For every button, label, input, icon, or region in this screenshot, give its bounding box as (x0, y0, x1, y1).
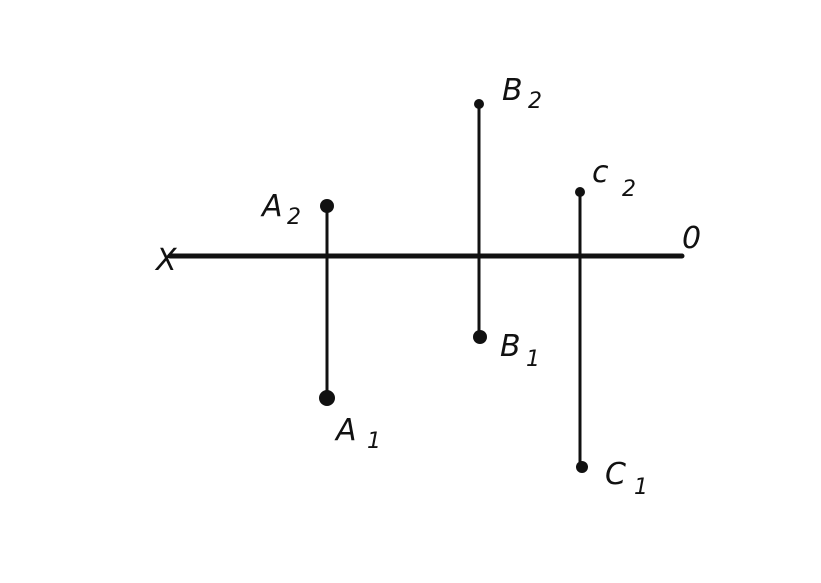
svg-text:C: C (605, 457, 626, 492)
svg-text:2: 2 (287, 205, 301, 230)
point-c1 (576, 461, 588, 473)
axis-label-x: X (154, 243, 178, 278)
label-a2: A 2 (260, 189, 301, 230)
svg-text:1: 1 (367, 429, 381, 454)
label-c2: c 2 (592, 155, 636, 202)
svg-text:A: A (334, 413, 357, 448)
point-c2 (575, 187, 585, 197)
label-b2: B 2 (502, 73, 542, 114)
svg-text:A: A (260, 189, 283, 224)
point-a1 (319, 390, 335, 406)
svg-text:B: B (502, 73, 523, 108)
label-a1: A 1 (334, 413, 381, 454)
svg-text:1: 1 (526, 347, 540, 372)
svg-text:c: c (592, 155, 609, 190)
axis-label-zero: 0 (682, 221, 701, 256)
point-b1 (473, 330, 487, 344)
point-a2 (320, 199, 334, 213)
label-b1: B 1 (500, 329, 540, 372)
svg-text:B: B (500, 329, 521, 364)
label-c1: C 1 (605, 457, 648, 500)
svg-text:2: 2 (528, 89, 542, 114)
svg-text:2: 2 (622, 177, 636, 202)
point-b2 (474, 99, 484, 109)
svg-text:1: 1 (634, 475, 648, 500)
